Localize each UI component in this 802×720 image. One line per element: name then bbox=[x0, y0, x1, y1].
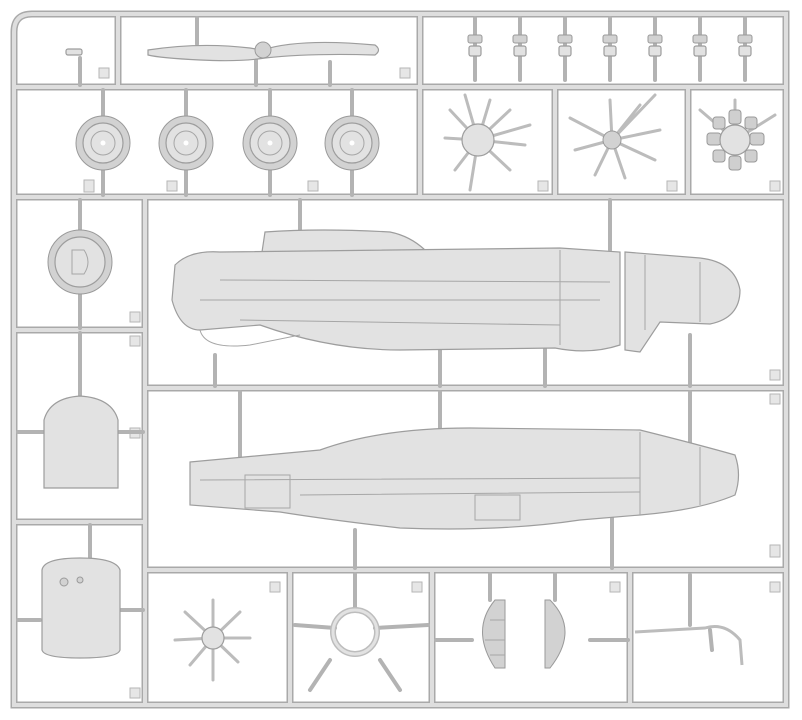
small-strut bbox=[65, 48, 83, 87]
engine-cowl-panel-lower bbox=[16, 523, 145, 659]
radial-parts bbox=[443, 93, 777, 192]
spoked-ring-2 bbox=[293, 572, 430, 692]
exhaust-stubs bbox=[467, 16, 754, 82]
bulkhead-halves bbox=[434, 572, 630, 669]
round-cowl-cap bbox=[47, 198, 113, 330]
radial-engine-part bbox=[706, 109, 765, 171]
propeller bbox=[147, 16, 380, 87]
fuselage-half-right bbox=[189, 390, 740, 570]
rod-part bbox=[634, 573, 744, 666]
fuselage-half-left bbox=[171, 198, 741, 388]
sprue-frame bbox=[10, 10, 790, 709]
wheels bbox=[75, 88, 381, 197]
spoked-ring-1 bbox=[173, 598, 252, 682]
engine-cowl-panel-upper bbox=[16, 331, 145, 489]
